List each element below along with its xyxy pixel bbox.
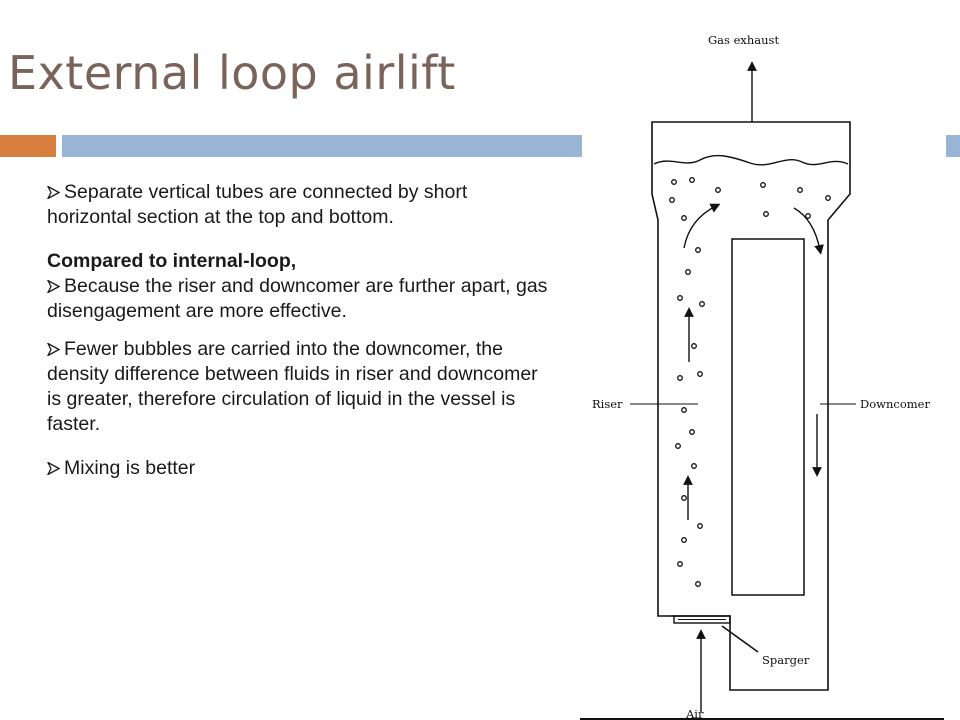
- bubbles: [669, 177, 831, 587]
- sparger-label: Sparger: [762, 653, 810, 667]
- bullet-text: Mixing is better: [64, 457, 196, 479]
- downcomer-label: Downcomer: [860, 397, 930, 411]
- bullet-point: Separate vertical tubes are connected by…: [46, 180, 557, 230]
- flow-arrow-top-left: [683, 203, 721, 249]
- bullet-text: Because the riser and downcomer are furt…: [47, 275, 548, 322]
- vessel-outline: [651, 121, 851, 691]
- title-underline-bar: [62, 135, 582, 157]
- accent-bar: [0, 135, 56, 157]
- sparger-pointer: [721, 625, 759, 653]
- bullet-point: Fewer bubbles are carried into the downc…: [46, 337, 557, 437]
- arrowhead-bullet-icon: [46, 180, 64, 205]
- slide-title: External loop airlift: [8, 46, 456, 100]
- bullet-text: Fewer bubbles are carried into the downc…: [47, 338, 538, 435]
- bullet-point: Because the riser and downcomer are furt…: [46, 274, 557, 324]
- inner-block: [731, 238, 805, 596]
- liquid-surface: [653, 154, 849, 166]
- air-label: Air: [685, 707, 704, 720]
- riser-label: Riser: [592, 397, 623, 411]
- arrowhead-bullet-icon: [46, 456, 64, 481]
- arrowhead-bullet-icon: [46, 274, 64, 299]
- bullet-text: Separate vertical tubes are connected by…: [47, 181, 468, 228]
- gas-exhaust-label: Gas exhaust: [708, 33, 779, 47]
- sparger-icon: [673, 615, 731, 624]
- body-text: Separate vertical tubes are connected by…: [46, 180, 557, 481]
- section-heading: Compared to internal-loop,: [47, 250, 297, 272]
- arrowhead-bullet-icon: [46, 337, 64, 362]
- airlift-diagram: Gas exhaust Riser: [580, 33, 944, 720]
- title-underline-bar-right: [946, 135, 960, 157]
- flow-arrow-top-right: [793, 207, 824, 255]
- bullet-point: Mixing is better: [46, 456, 557, 481]
